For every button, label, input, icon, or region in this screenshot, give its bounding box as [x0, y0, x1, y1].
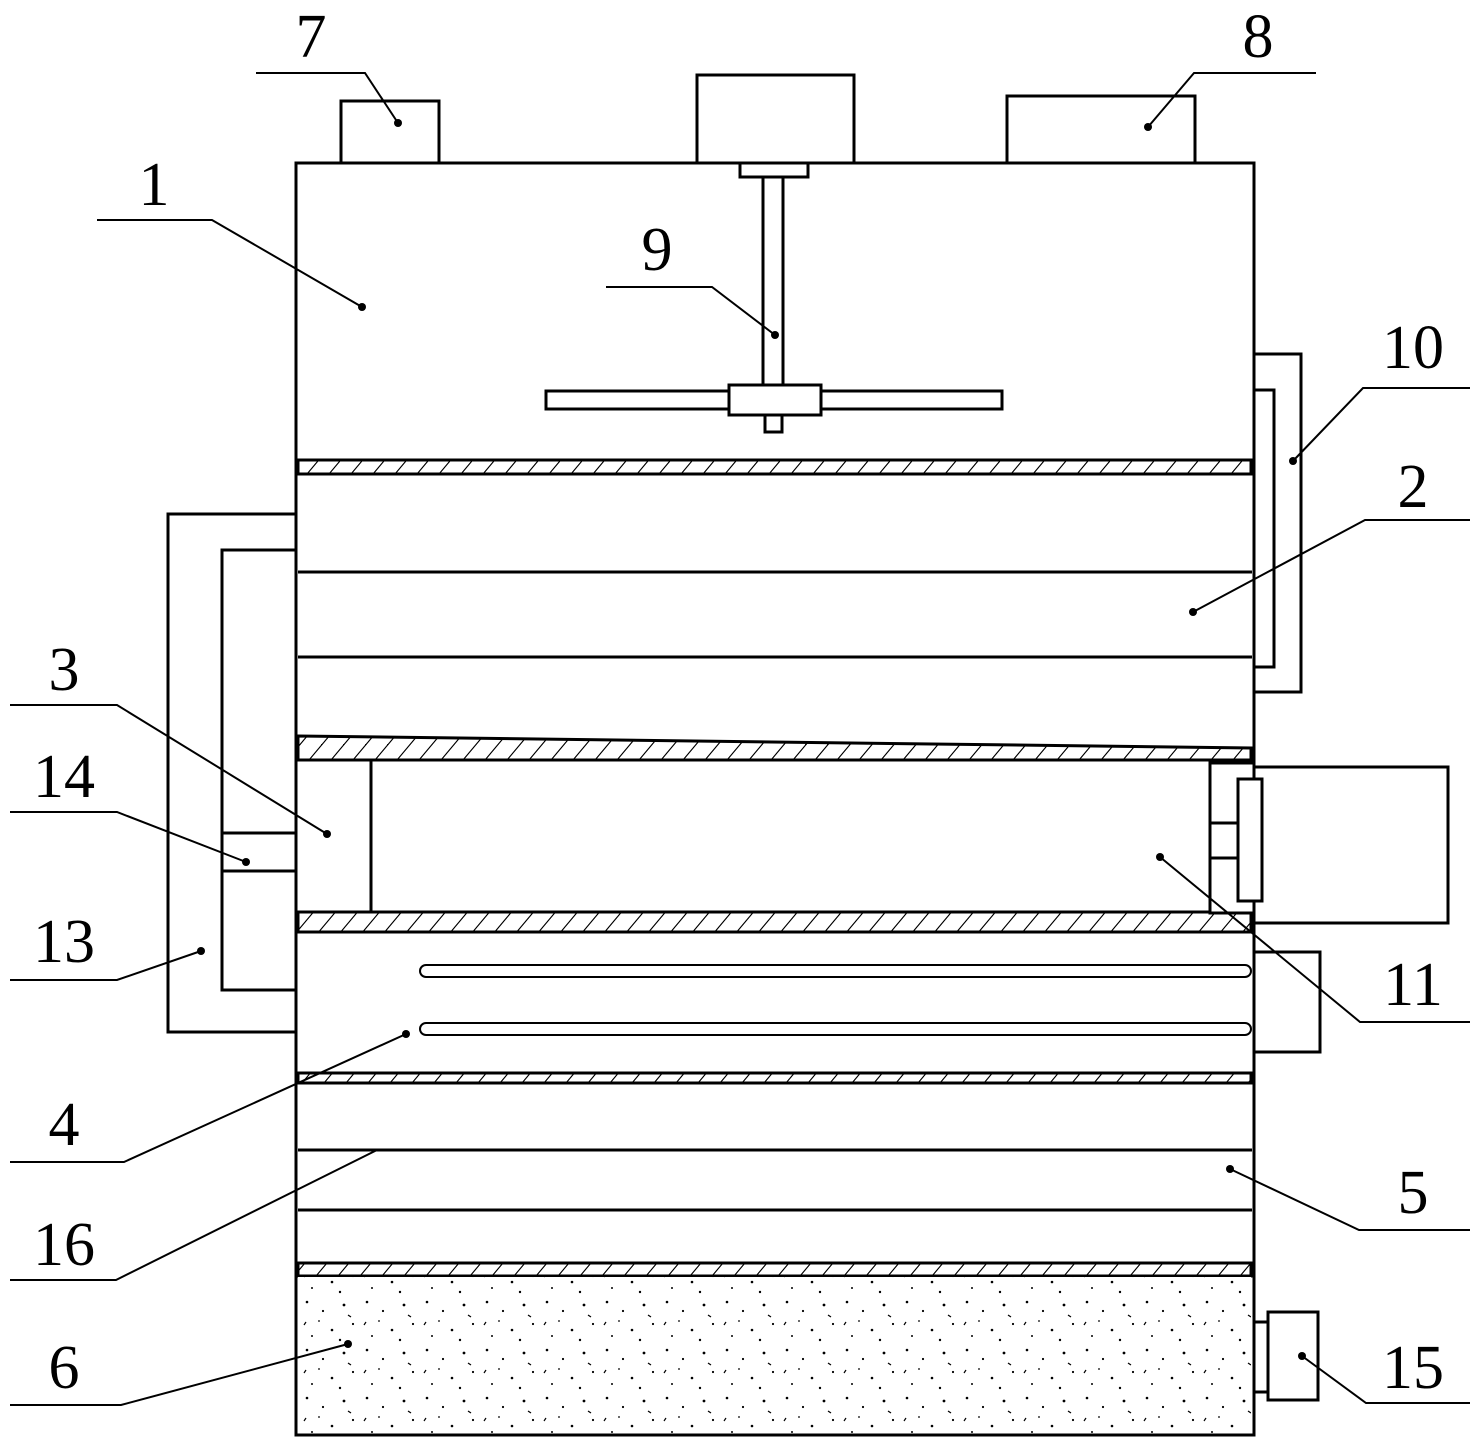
leader-6 — [10, 1343, 349, 1406]
separator-plate-3 — [296, 910, 1253, 934]
leader-8 — [1147, 72, 1316, 128]
pipe-inner-10 — [1254, 388, 1276, 669]
label-4: 4 — [49, 1091, 80, 1159]
stirrer-hub — [727, 383, 823, 417]
leader-11 — [1159, 856, 1470, 1023]
stirrer-shaft — [761, 175, 785, 389]
label-14: 14 — [33, 743, 95, 811]
pipe-outer-13 — [166, 512, 296, 1034]
leader-4 — [10, 1033, 407, 1163]
filter-media-6 — [298, 1277, 1251, 1433]
valve-14 — [220, 831, 298, 873]
leader-9 — [606, 286, 776, 336]
pipe-inner-13 — [220, 548, 296, 992]
leader-15 — [1301, 1355, 1470, 1404]
label-3: 3 — [49, 636, 80, 704]
separator-plate-1 — [296, 458, 1253, 476]
shaft-coupling — [738, 161, 810, 179]
valve-15 — [1266, 1310, 1320, 1402]
leader-dots — [197, 119, 1306, 1360]
leader-13 — [10, 950, 202, 981]
leader-10 — [1292, 387, 1470, 462]
label-10: 10 — [1382, 314, 1444, 382]
label-6: 6 — [49, 1334, 80, 1402]
motor-top — [695, 73, 856, 165]
label-9: 9 — [642, 216, 673, 284]
coupling-11 — [1236, 777, 1264, 903]
separator-plate-4 — [296, 1071, 1253, 1085]
label-7: 7 — [296, 3, 327, 71]
bracket-11-mid — [1208, 821, 1242, 860]
motor-11 — [1252, 765, 1450, 925]
label-16: 16 — [33, 1211, 95, 1279]
leader-lines — [10, 72, 1470, 1406]
leader-16 — [10, 1149, 378, 1281]
separator-plate-2-sloped — [296, 734, 1253, 762]
leader-5 — [1229, 1168, 1470, 1231]
heater-box-4 — [1252, 950, 1322, 1054]
label-11: 11 — [1383, 951, 1443, 1019]
heating-rod-2 — [419, 1022, 1252, 1036]
heating-rod-1 — [419, 964, 1252, 978]
leader-3 — [10, 704, 328, 835]
label-15: 15 — [1382, 1334, 1444, 1402]
leader-1 — [97, 219, 363, 308]
label-13: 13 — [33, 908, 95, 976]
shaft-tip — [763, 413, 784, 434]
leader-14 — [10, 811, 247, 863]
separator-plate-5 — [296, 1261, 1253, 1278]
label-5: 5 — [1398, 1159, 1429, 1227]
label-1: 1 — [139, 151, 170, 219]
label-8: 8 — [1243, 3, 1274, 71]
leader-2 — [1192, 519, 1470, 613]
label-2: 2 — [1398, 453, 1429, 521]
leader-7 — [256, 72, 399, 124]
pipe-outer-10 — [1254, 352, 1303, 694]
